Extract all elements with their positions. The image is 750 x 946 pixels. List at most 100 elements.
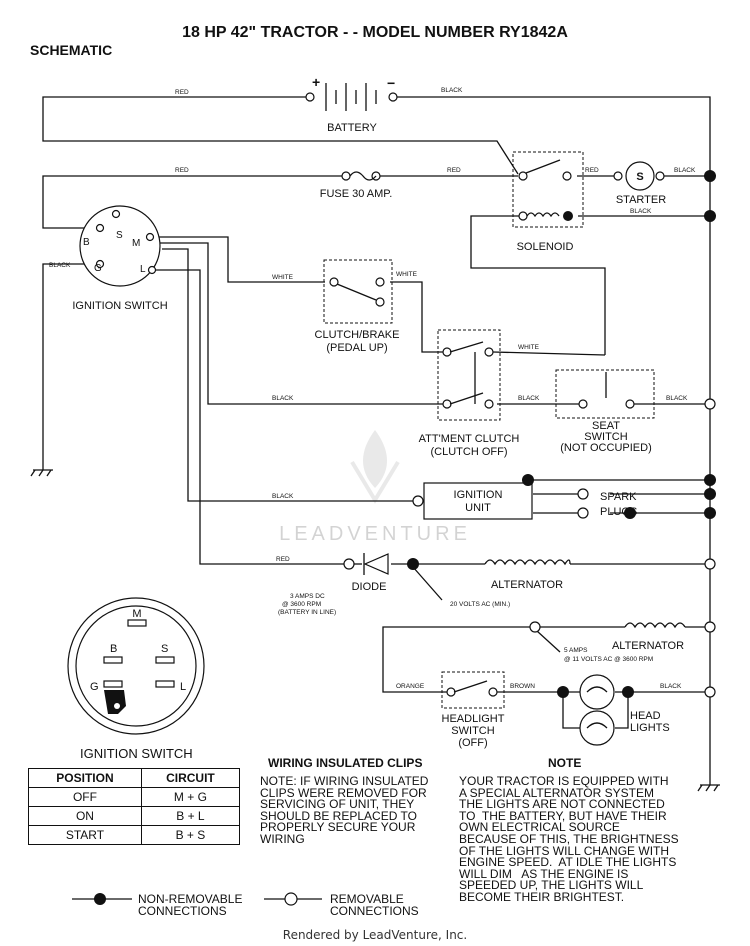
clips-title: WIRING INSULATED CLIPS — [268, 756, 423, 770]
legend — [72, 892, 322, 906]
watermark-text: LEADVENTURE — [279, 523, 471, 545]
position-circuit-table: POSITION CIRCUIT OFF M + G ON B + L STAR… — [28, 768, 241, 845]
battery: + − BATTERY — [305, 74, 398, 134]
wire-black: BLACK — [518, 395, 540, 402]
fuse-label: FUSE 30 AMP. — [320, 188, 393, 200]
starter-label: STARTER — [616, 194, 666, 206]
ig-term-s: S — [116, 230, 123, 241]
alternator-2: ALTERNATOR 5 AMPS @ 11 VOLTS AC @ 3600 R… — [529, 621, 686, 663]
wire-black: BLACK — [660, 683, 682, 690]
detail-term-m: M — [132, 608, 141, 620]
wire-orange: ORANGE — [396, 683, 425, 690]
seat-label-3: (NOT OCCUPIED) — [560, 442, 651, 454]
headlight-switch-label-3: (OFF) — [458, 737, 487, 749]
wire-red: RED — [276, 556, 290, 563]
table-cell: B + L — [140, 806, 241, 826]
spark-label-1: SPARK — [600, 491, 637, 503]
detail-term-b: B — [110, 643, 117, 655]
wire-black: BLACK — [49, 262, 71, 269]
starter-s: S — [636, 171, 643, 183]
table-header: POSITION — [28, 768, 142, 788]
diode-label: DIODE — [352, 581, 387, 593]
table-cell: B + S — [140, 825, 241, 845]
battery-minus: − — [387, 75, 395, 91]
head-lights-label-1: HEAD — [630, 710, 661, 722]
headlight-switch: HEADLIGHT SWITCH (OFF) — [441, 671, 505, 749]
table-row: ON B + L — [28, 806, 241, 826]
table-cell: M + G — [140, 787, 241, 807]
note-body: YOUR TRACTOR IS EQUIPPED WITH A SPECIAL … — [459, 774, 679, 904]
battery-label: BATTERY — [327, 122, 377, 134]
wire-red: RED — [175, 167, 189, 174]
detail-term-s: S — [161, 643, 168, 655]
alternator-2-label: ALTERNATOR — [612, 640, 684, 652]
ignition-unit: IGNITION UNIT — [412, 480, 533, 520]
alt2-note-2: @ 11 VOLTS AC @ 3600 RPM — [564, 656, 653, 663]
ignition-switch-detail-title: IGNITION SWITCH — [80, 746, 193, 761]
wire-red: RED — [447, 167, 461, 174]
note-title: NOTE — [548, 756, 582, 770]
legend-non-removable: NON-REMOVABLE CONNECTIONS — [138, 892, 243, 918]
page-title: 18 HP 42" TRACTOR - - MODEL NUMBER RY184… — [182, 24, 568, 41]
wire-black: BLACK — [630, 208, 652, 215]
head-lights-label-2: LIGHTS — [630, 722, 670, 734]
clutch-brake-label-1: CLUTCH/BRAKE — [315, 329, 400, 341]
alt2-note-1: 5 AMPS — [564, 647, 588, 654]
wire-black: BLACK — [674, 167, 696, 174]
table-row: OFF M + G — [28, 787, 241, 807]
solenoid: SOLENOID — [512, 151, 584, 253]
wire-red: RED — [175, 89, 189, 96]
wire-white: WHITE — [518, 344, 540, 351]
headlight-switch-label-1: HEADLIGHT — [442, 713, 505, 725]
solenoid-label: SOLENOID — [517, 241, 574, 253]
alt1-note: 20 VOLTS AC (MIN.) — [450, 601, 510, 608]
detail-term-l: L — [180, 681, 186, 693]
wire-black: BLACK — [272, 493, 294, 500]
table-row: START B + S — [28, 825, 241, 845]
detail-term-g: G — [90, 681, 99, 693]
wire-red: RED — [585, 167, 599, 174]
wire-labels: RED BLACK RED RED RED BLACK BLACK BLACK … — [49, 87, 696, 690]
wire-white: WHITE — [396, 271, 418, 278]
seat-label-2: SWITCH — [584, 431, 627, 443]
legend-removable: REMOVABLE CONNECTIONS — [330, 892, 419, 918]
diode-note-1: 3 AMPS DC — [290, 593, 325, 600]
ig-term-m: M — [132, 238, 140, 249]
ignition-unit-label-1: IGNITION — [454, 489, 503, 501]
watermark: LEADVENTURE — [279, 430, 471, 545]
wire-black: BLACK — [441, 87, 463, 94]
alternator-1: ALTERNATOR 20 VOLTS AC (MIN.) — [450, 559, 571, 608]
ig-term-g: G — [94, 263, 102, 274]
table-header-row: POSITION CIRCUIT — [28, 768, 241, 788]
attachment-clutch-switch: ATT'MENT CLUTCH (CLUTCH OFF) — [419, 329, 519, 458]
table-header: CIRCUIT — [140, 768, 241, 788]
diode: DIODE 3 AMPS DC @ 3600 RPM (BATTERY IN L… — [278, 553, 389, 616]
fuse: FUSE 30 AMP. — [320, 171, 393, 200]
table-cell: START — [28, 825, 142, 845]
head-lights: HEAD LIGHTS — [579, 674, 670, 746]
clutch-brake-switch: CLUTCH/BRAKE (PEDAL UP) — [315, 259, 400, 354]
wire-black: BLACK — [666, 395, 688, 402]
seat-label-1: SEAT — [592, 420, 620, 432]
ground-symbols — [30, 469, 720, 792]
wires — [42, 96, 711, 785]
table-cell: OFF — [28, 787, 142, 807]
ig-term-l: L — [140, 264, 146, 275]
table-cell: ON — [28, 806, 142, 826]
ignition-switch-detail: M B S G L — [67, 597, 205, 735]
footer-credit: Rendered by LeadVenture, Inc. — [282, 928, 468, 942]
clutch-brake-label-2: (PEDAL UP) — [326, 342, 387, 354]
diode-note-2: @ 3600 RPM — [282, 601, 321, 608]
wire-white: WHITE — [272, 274, 294, 281]
alternator-1-label: ALTERNATOR — [491, 579, 563, 591]
clips-body: NOTE: IF WIRING INSULATED CLIPS WERE REM… — [260, 774, 429, 846]
starter: S STARTER — [613, 161, 666, 206]
ig-term-b: B — [83, 237, 90, 248]
ignition-switch-label: IGNITION SWITCH — [72, 300, 167, 312]
battery-plus: + — [312, 74, 320, 90]
diode-note-3: (BATTERY IN LINE) — [278, 609, 336, 616]
ignition-switch: S B M G L IGNITION SWITCH — [72, 205, 168, 312]
wire-black: BLACK — [272, 395, 294, 402]
connections — [407, 170, 716, 698]
